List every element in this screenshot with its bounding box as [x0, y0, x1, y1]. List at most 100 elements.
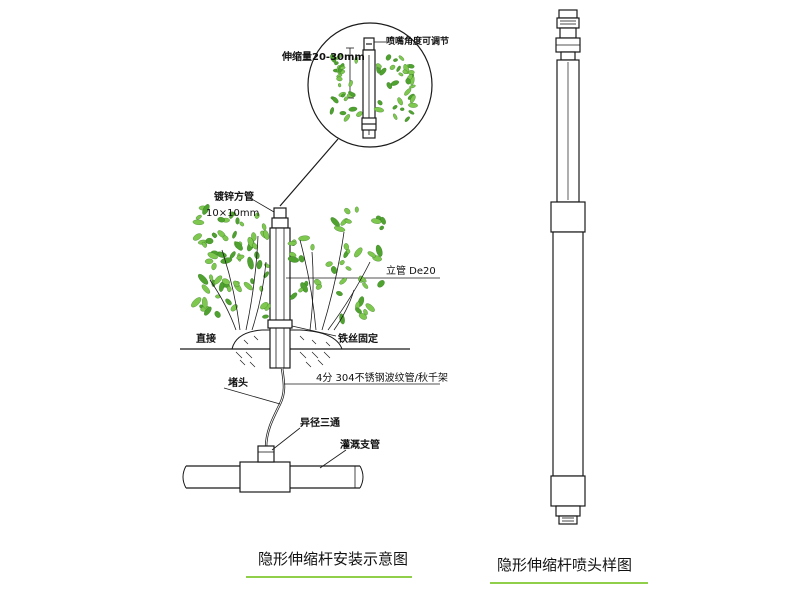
shrub-leaf [354, 206, 359, 213]
sample-nozzle-head [555, 9, 581, 53]
shrub-leaf [344, 218, 352, 224]
leader-wire [291, 325, 337, 337]
shrub-leaf [287, 241, 297, 246]
shrub-leaf [289, 292, 298, 300]
detail-leaf [408, 110, 415, 115]
sample-inner-tube [556, 51, 580, 203]
label-riser: 立管 De20 [386, 264, 436, 277]
shrub-leaf [230, 304, 238, 312]
shrub-leaf [345, 266, 352, 271]
detail-leaf [389, 64, 396, 70]
detail-leaf [348, 106, 358, 112]
shrub-leaf [371, 218, 382, 224]
shrub-leaf [234, 241, 243, 251]
detail-leaf [404, 88, 412, 96]
detail-leaf [386, 82, 393, 89]
detail-foliage [329, 54, 418, 122]
shrub-leaf [325, 261, 333, 267]
detail-leaf [336, 76, 343, 82]
shrub-leaf [262, 314, 269, 319]
shrub-leaf [211, 262, 217, 271]
shrub-branch [327, 261, 371, 331]
shrub-leaf [339, 260, 345, 266]
shrub-leaf [201, 296, 208, 309]
detail-leaf [348, 80, 353, 88]
detail-leaf [396, 65, 401, 72]
label-reducing-tee: 异径三通 [300, 416, 340, 429]
detail-leaf [397, 97, 403, 106]
shrub-leaf [260, 302, 269, 310]
shrub-leaf [232, 230, 237, 239]
detail-leaf [330, 54, 337, 63]
detail-leaf [405, 78, 411, 85]
shrub-leaf [229, 212, 235, 219]
shrub-branch [245, 235, 259, 331]
detail-leaf [398, 72, 404, 77]
label-telescopic-range: 伸缩量20-30mm [281, 50, 365, 63]
detail-leaf [339, 111, 347, 116]
caption-install-underline [246, 576, 412, 578]
detail-leaf [343, 114, 351, 122]
shrub-branches [209, 231, 371, 331]
shrub-leaf [339, 277, 347, 285]
shrub-leaf [331, 266, 337, 274]
shrub-leaf [365, 303, 375, 312]
shrub-branch [251, 261, 267, 331]
detail-leaf [408, 64, 415, 69]
install-diagram [180, 22, 440, 493]
shrub-branch [309, 251, 314, 331]
reducing-tee [239, 445, 291, 493]
leader-tee [271, 427, 301, 451]
shrub-leaf [375, 244, 383, 257]
detail-leaf [402, 69, 408, 74]
shrub-branch [209, 279, 237, 331]
shrub-leaf [207, 252, 218, 260]
shrub-leaf [287, 256, 299, 263]
shrub-leaf [298, 287, 304, 293]
detail-leaf [373, 107, 384, 113]
shrub-leaf [263, 271, 270, 278]
shrub-leaf [214, 310, 221, 318]
detail-magnifier-circle [307, 22, 433, 148]
leader-galvanized [249, 197, 275, 213]
sample-outer-tube [550, 201, 586, 507]
caption-nozzle-sample: 隐形伸缩杆喷头样图 [497, 556, 632, 574]
shrub-leaf [343, 243, 349, 251]
shrub-leaf [220, 257, 233, 264]
shrub-leaf [251, 232, 257, 241]
shrub-leaf [354, 247, 363, 258]
shrub-leaf [209, 274, 214, 281]
shrub-branch [333, 289, 355, 331]
caption-nozzle-underline [490, 582, 648, 584]
shrub-leaf [239, 221, 245, 227]
shrub-leaf [236, 254, 245, 260]
sample-bottom-fitting [555, 505, 581, 525]
shrub-leaf [256, 260, 263, 270]
shrub-leaf [225, 298, 232, 306]
shrub-leaf [202, 204, 210, 215]
branch-pipe [182, 465, 364, 489]
shrub-leaf [227, 286, 232, 293]
shrub-leaf [344, 207, 351, 215]
shrub-foliage [191, 204, 386, 325]
detail-leaf [408, 102, 418, 108]
detail-leaf [354, 56, 359, 64]
detail-nozzle [361, 37, 377, 139]
detail-leaf [377, 100, 383, 106]
shrub-leaf [198, 273, 209, 285]
shrub-branch [321, 231, 345, 331]
shrub-leaf [358, 313, 367, 320]
detail-leaf [398, 55, 405, 61]
shrub-leaf [243, 281, 253, 291]
label-galvanized-tube: 镀锌方管 [214, 190, 254, 203]
shrub-leaf [336, 291, 343, 296]
detail-leaf [392, 105, 398, 110]
label-wire-fixing: 铁丝固定 [338, 332, 378, 345]
flexible-hose [264, 367, 286, 449]
shrub-branch [299, 239, 317, 331]
label-hose: 4分 304不锈钢波纹管/秋千架 [316, 371, 448, 384]
detail-leaf [356, 111, 363, 117]
detail-leaf [400, 107, 405, 111]
label-plug: 堵头 [228, 376, 248, 389]
